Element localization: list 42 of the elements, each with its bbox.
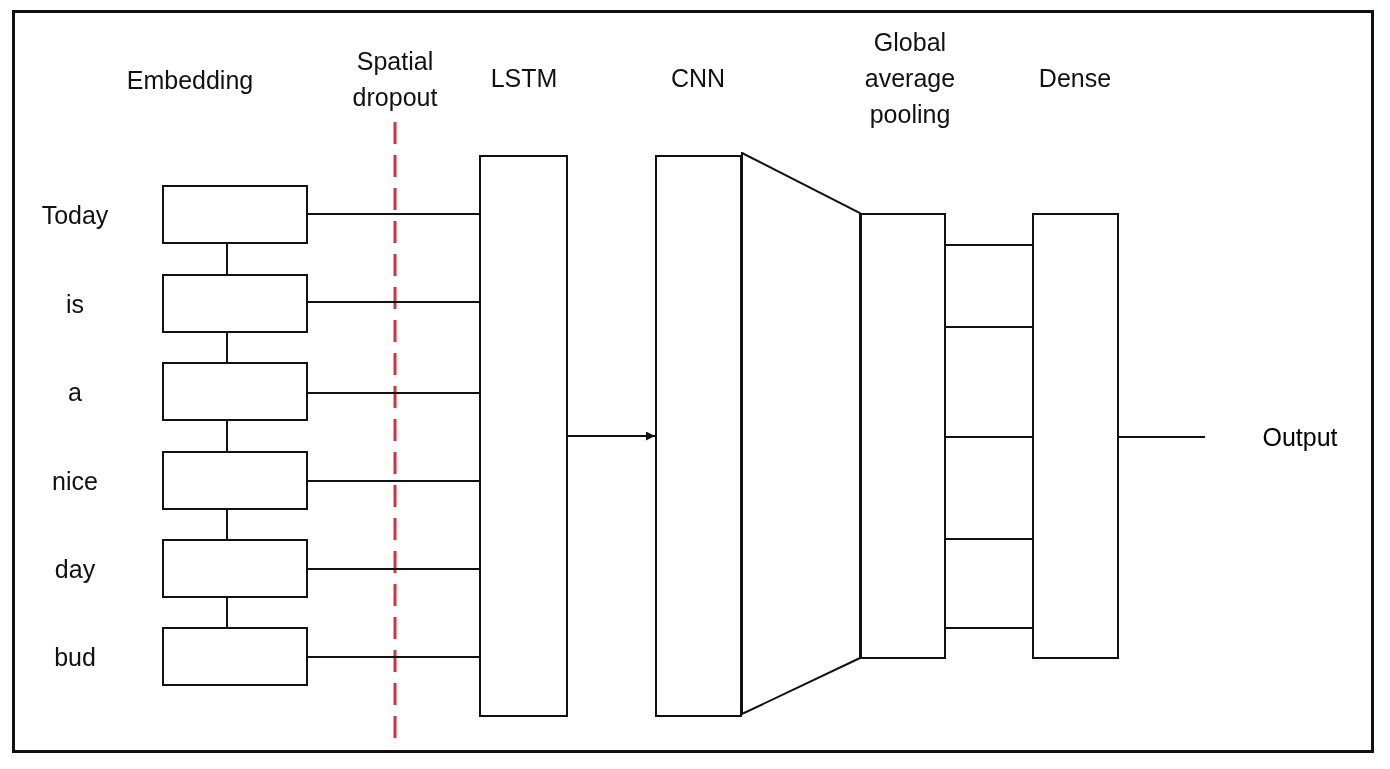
- connector-line: [1118, 436, 1206, 438]
- heading: CNN: [669, 62, 727, 94]
- connector-line: [945, 244, 1033, 246]
- connector-line: [945, 436, 1033, 438]
- connector-line: [945, 538, 1033, 540]
- connector-line: [307, 392, 480, 394]
- word-label: Today: [40, 199, 110, 231]
- embedding-box: [162, 451, 308, 510]
- connector-line: [307, 213, 480, 215]
- connector-line: [226, 597, 228, 628]
- output-label: Output: [1240, 416, 1360, 458]
- heading: LSTM: [489, 62, 559, 94]
- embedding-box: [162, 185, 308, 244]
- connector-line: [307, 301, 480, 303]
- heading: Dense: [1037, 62, 1113, 94]
- word-label: nice: [51, 465, 99, 497]
- connector-line: [945, 627, 1033, 629]
- connector-line: [226, 243, 228, 275]
- pooling-layer-box: [860, 213, 946, 659]
- arrow: [567, 431, 656, 441]
- word-label: a: [67, 376, 83, 408]
- embedding-box: [162, 274, 308, 333]
- embedding-box: [162, 539, 308, 598]
- lstm-layer-box: [479, 155, 568, 717]
- connector-line: [226, 420, 228, 452]
- heading: Spatial dropout: [351, 45, 439, 113]
- heading: Global average pooling: [863, 26, 957, 131]
- word-label: bud: [53, 641, 97, 673]
- connector-line: [226, 509, 228, 540]
- connector-line: [307, 568, 480, 570]
- heading: Embedding: [125, 64, 255, 96]
- connector-line: [226, 332, 228, 363]
- cnn-layer-box: [655, 155, 742, 717]
- connector-line: [945, 326, 1033, 328]
- embedding-box: [162, 627, 308, 686]
- word-label: is: [64, 288, 86, 320]
- convolution-trapezoid: [741, 152, 861, 715]
- word-label: day: [53, 553, 97, 585]
- embedding-box: [162, 362, 308, 421]
- dense-layer-box: [1032, 213, 1119, 659]
- connector-line: [307, 480, 480, 482]
- connector-line: [307, 656, 480, 658]
